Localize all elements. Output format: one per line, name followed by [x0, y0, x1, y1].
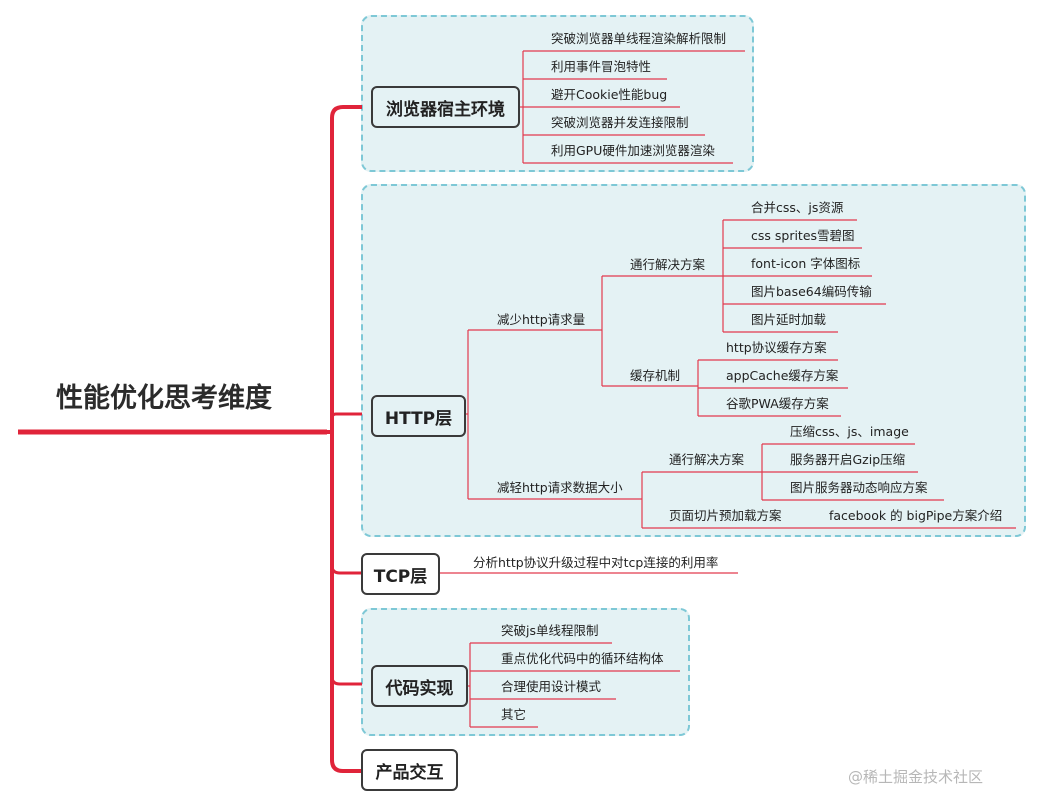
browser-item-4: 突破浏览器并发连接限制 [551, 115, 689, 130]
http-preload: 页面切片预加载方案 [669, 508, 782, 523]
http-cache-item-3: 谷歌PWA缓存方案 [726, 396, 829, 411]
branch-tcp-layer[interactable]: TCP层 [361, 553, 440, 595]
code-item-4: 其它 [501, 707, 527, 722]
tcp-item-1: 分析http协议升级过程中对tcp连接的利用率 [473, 555, 719, 570]
branch-product-interaction[interactable]: 产品交互 [361, 749, 458, 791]
http-size-item-1: 压缩css、js、image [790, 424, 909, 439]
code-item-2: 重点优化代码中的循环结构体 [501, 651, 664, 666]
http-cache-item-2: appCache缓存方案 [726, 368, 839, 383]
http-size-item-3: 图片服务器动态响应方案 [790, 480, 928, 495]
http-cache-item-1: http协议缓存方案 [726, 340, 827, 355]
http-preload-item-1: facebook 的 bigPipe方案介绍 [829, 508, 1003, 523]
browser-item-1: 突破浏览器单线程渲染解析限制 [551, 31, 727, 46]
browser-item-2: 利用事件冒泡特性 [551, 59, 652, 74]
http-group [361, 184, 1026, 537]
http-reduce-size-general: 通行解决方案 [669, 452, 745, 467]
http-count-item-1: 合并css、js资源 [751, 200, 844, 215]
http-count-item-5: 图片延时加载 [751, 312, 827, 327]
branch-browser-host[interactable]: 浏览器宿主环境 [371, 86, 520, 128]
http-cache-mechanism: 缓存机制 [630, 368, 681, 383]
code-item-1: 突破js单线程限制 [501, 623, 599, 638]
browser-item-3: 避开Cookie性能bug [551, 87, 668, 102]
http-reduce-count: 减少http请求量 [497, 312, 586, 327]
http-reduce-size: 减轻http请求数据大小 [497, 480, 623, 495]
branch-http-layer[interactable]: HTTP层 [371, 395, 466, 437]
root-title: 性能优化思考维度 [56, 383, 272, 414]
http-size-item-2: 服务器开启Gzip压缩 [790, 452, 906, 467]
http-count-item-2: css sprites雪碧图 [751, 228, 855, 243]
watermark: @稀土掘金技术社区 [848, 768, 984, 786]
http-reduce-count-general: 通行解决方案 [630, 257, 706, 272]
http-count-item-4: 图片base64编码传输 [751, 284, 872, 299]
code-item-3: 合理使用设计模式 [501, 679, 602, 694]
http-count-item-3: font-icon 字体图标 [751, 256, 861, 271]
browser-item-5: 利用GPU硬件加速浏览器渲染 [551, 143, 715, 158]
branch-code-implementation[interactable]: 代码实现 [371, 665, 468, 707]
